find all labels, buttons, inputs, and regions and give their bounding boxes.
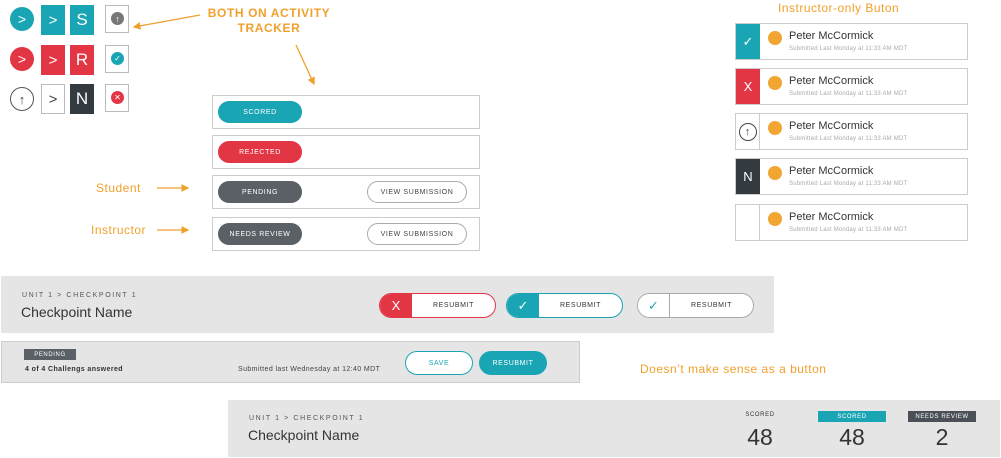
- pending-submission-bar: PENDING 4 of 4 Challengs answered Submit…: [1, 341, 580, 383]
- needs-review-icon: N: [736, 159, 760, 194]
- annotation-no-sense: Doesn’t make sense as a button: [640, 362, 827, 376]
- resubmit-button[interactable]: RESUBMIT: [479, 351, 547, 375]
- red-x-icon: ✕: [111, 91, 124, 104]
- check-icon: ✓: [638, 294, 670, 317]
- avatar: [768, 212, 782, 226]
- student-name: Peter McCormick: [789, 120, 874, 132]
- needs-review-tracker-box: ✕: [105, 84, 129, 112]
- grey-up-arrow-icon: ↑: [111, 12, 124, 25]
- submitted-timestamp: Submitted last Wednesday at 12:40 MDT: [238, 366, 381, 373]
- up-arrow-icon: ↑: [736, 114, 760, 149]
- submission-card[interactable]: X Peter McCormick Submitted Last Monday …: [735, 68, 968, 105]
- avatar: [768, 31, 782, 45]
- resubmit-label: RESUBMIT: [691, 302, 732, 309]
- scored-s-square: S: [70, 5, 94, 35]
- scored-tracker-box: ↑: [105, 5, 129, 33]
- pending-tag: PENDING: [24, 349, 76, 360]
- needs-review-n-square: N: [70, 84, 94, 114]
- submitted-timestamp: Submitted Last Monday at 11:33 AM MDT: [789, 136, 908, 142]
- submitted-timestamp: Submitted Last Monday at 11:33 AM MDT: [789, 227, 908, 233]
- annotation-both-tracker: BOTH ON ACTIVITY TRACKER: [207, 6, 331, 35]
- empty-status-strip: [736, 205, 760, 240]
- student-name: Peter McCormick: [789, 211, 874, 223]
- submission-card[interactable]: ↑ Peter McCormick Submitted Last Monday …: [735, 113, 968, 150]
- resubmit-button-rejected[interactable]: X RESUBMIT: [379, 293, 496, 318]
- check-icon: ✓: [507, 294, 539, 317]
- resubmit-label: RESUBMIT: [433, 302, 474, 309]
- submission-card[interactable]: N Peter McCormick Submitted Last Monday …: [735, 158, 968, 195]
- rejected-r-square: R: [70, 45, 94, 75]
- arrow-to-tracker-box: [132, 14, 201, 30]
- teal-check-icon: ✓: [111, 52, 124, 65]
- scored-stat-value: 48: [839, 424, 865, 450]
- page-title: Checkpoint Name: [21, 304, 133, 320]
- rejected-pill[interactable]: REJECTED: [218, 141, 302, 163]
- teal-chevron-square: >: [41, 5, 65, 35]
- red-circle-icon: >: [10, 47, 34, 71]
- arrow-to-scored-row: [295, 44, 315, 86]
- submitted-timestamp: Submitted Last Monday at 11:33 AM MDT: [789, 91, 908, 97]
- x-icon: X: [736, 69, 760, 104]
- student-name: Peter McCormick: [789, 75, 874, 87]
- save-button[interactable]: SAVE: [405, 351, 473, 375]
- scored-stat-value: 48: [747, 424, 773, 450]
- avatar: [768, 76, 782, 90]
- needs-review-pill[interactable]: NEEDS REVIEW: [218, 223, 302, 245]
- annotation-student: Student: [96, 181, 141, 195]
- page-title: Checkpoint Name: [248, 427, 360, 443]
- challenges-answered: 4 of 4 Challengs answered: [25, 366, 123, 373]
- teal-circle-icon: >: [10, 7, 34, 31]
- submitted-timestamp: Submitted Last Monday at 11:33 AM MDT: [789, 46, 908, 52]
- submission-card[interactable]: Peter McCormick Submitted Last Monday at…: [735, 204, 968, 241]
- resubmit-label: RESUBMIT: [560, 302, 601, 309]
- student-name: Peter McCormick: [789, 165, 874, 177]
- student-name: Peter McCormick: [789, 30, 874, 42]
- status-row-rejected: REJECTED: [212, 135, 480, 169]
- breadcrumb: UNIT 1 > CHECKPOINT 1: [249, 415, 365, 422]
- status-row-needs-review: NEEDS REVIEW VIEW SUBMISSION: [212, 217, 480, 251]
- needs-review-stat-tag: NEEDS REVIEW: [908, 411, 976, 422]
- scored-stat-tag: SCORED: [818, 411, 886, 422]
- pending-pill[interactable]: PENDING: [218, 181, 302, 203]
- resubmit-button-outline[interactable]: ✓ RESUBMIT: [637, 293, 754, 318]
- resubmit-button-scored[interactable]: ✓ RESUBMIT: [506, 293, 623, 318]
- up-arrow-circle-icon: ↑: [10, 87, 34, 111]
- status-row-scored: SCORED: [212, 95, 480, 129]
- instructor-checkpoint-header: UNIT 1 > CHECKPOINT 1 Checkpoint Name SC…: [228, 400, 1000, 457]
- view-submission-button[interactable]: VIEW SUBMISSION: [367, 223, 467, 245]
- x-icon: X: [380, 294, 412, 317]
- white-chevron-square: >: [41, 84, 65, 114]
- red-chevron-square: >: [41, 45, 65, 75]
- needs-review-stat-value: 2: [935, 424, 949, 450]
- breadcrumb: UNIT 1 > CHECKPOINT 1: [22, 292, 138, 299]
- status-row-pending: PENDING VIEW SUBMISSION: [212, 175, 480, 209]
- annotation-instructor: Instructor: [91, 223, 147, 237]
- rejected-tracker-box: ✓: [105, 45, 129, 73]
- avatar: [768, 166, 782, 180]
- check-icon: ✓: [736, 24, 760, 59]
- submitted-timestamp: Submitted Last Monday at 11:33 AM MDT: [789, 181, 908, 187]
- annotation-instructor-only: Instructor-only Buton: [778, 1, 900, 15]
- view-submission-button[interactable]: VIEW SUBMISSION: [367, 181, 467, 203]
- scored-stat-label: SCORED: [745, 412, 775, 418]
- scored-pill[interactable]: SCORED: [218, 101, 302, 123]
- submission-card[interactable]: ✓ Peter McCormick Submitted Last Monday …: [735, 23, 968, 60]
- avatar: [768, 121, 782, 135]
